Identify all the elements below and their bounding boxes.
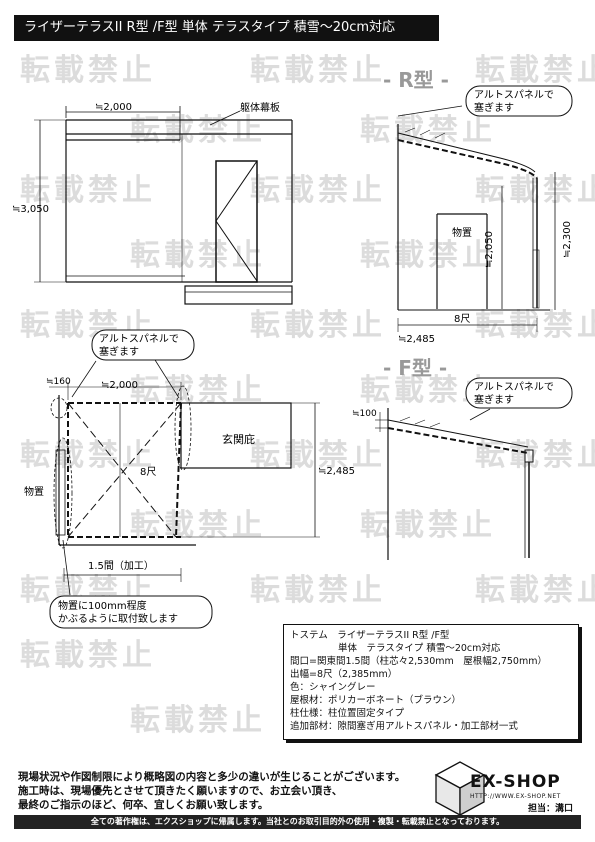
plan-dim-160: ≒160 [46, 377, 71, 387]
plan-callout-line2: 塞ぎます [99, 345, 139, 358]
watermark-layer: 転載禁止 転載禁止 転載禁止 転載禁止 転載禁止 転載禁止 転載禁止 転載禁止 … [20, 53, 595, 738]
plan-view [49, 351, 320, 596]
note-line: 最終のご指示のほど、何卒、宜しくお願い致します。 [18, 799, 269, 811]
plan-storage-label: 物置 [24, 485, 44, 498]
r-depth-shaku: 8尺 [454, 313, 470, 325]
plan-note-bubble [49, 595, 213, 629]
wall-label: 躯体幕板 [240, 101, 280, 114]
exshop-logo-icon [434, 761, 486, 817]
r-storage-label: 物置 [452, 226, 472, 239]
watermark: 転載禁止 [20, 638, 156, 673]
watermark: 転載禁止 [130, 703, 266, 738]
watermark: 転載禁止 [360, 238, 496, 273]
watermark: 転載禁止 [475, 308, 595, 343]
r-type-front-elevation [34, 106, 293, 305]
plan-note-line2: かぶるように取付致します [58, 612, 178, 625]
watermark: 転載禁止 [360, 113, 496, 148]
brand-name: EX-SHOP [470, 772, 561, 792]
plan-depth-shaku: 8尺 [140, 466, 156, 478]
watermark: 転載禁止 [20, 173, 156, 208]
r-callout-line1: アルトスパネルで [474, 89, 554, 101]
f-type-side-elevation [375, 408, 534, 560]
plan-note-line1: 物置に100mm程度 [58, 599, 147, 612]
spec-line: 出幅=8尺（2,385mm） [290, 669, 398, 680]
spec-line: トステム ライザーテラスII R型 /F型 [290, 630, 450, 641]
watermark: 転載禁止 [475, 573, 595, 608]
watermark: 転載禁止 [20, 53, 156, 88]
spec-line: 柱仕様：柱位置固定タイプ [290, 708, 405, 719]
spec-line: 間口=関東間1.5間（柱芯々2,530mm 屋根幅2,750mm） [290, 656, 547, 667]
plan-width-label: 1.5間（加工） [88, 560, 154, 572]
disclaimer-notes: 現場状況や作図制限により概略図の内容と多少の違いが生じることがございます。 施工… [18, 770, 406, 812]
r-width-dim: ≒2,000 [95, 102, 132, 113]
brand-url: HTTP://WWW.EX-SHOP.NET [470, 793, 561, 800]
plan-callout-bubble [91, 329, 195, 361]
watermark: 転載禁止 [250, 573, 386, 608]
f-callout-bubble [465, 377, 573, 409]
r-height-dim: ≒3,050 [12, 204, 49, 215]
r-type-side-elevation [397, 105, 556, 332]
r-callout-line2: 塞ぎます [474, 101, 514, 114]
spec-line: 単体 テラスタイプ 積雪～20cm対応 [338, 643, 501, 654]
spec-line: 屋根材：ポリカーボネート（ブラウン） [290, 695, 462, 706]
plan-dim-2000: ≒2,000 [101, 380, 138, 391]
watermark: 転載禁止 [20, 438, 156, 473]
r-depth-dim: ≒2,485 [398, 334, 435, 345]
r-callout-bubble [465, 85, 573, 117]
watermark: 転載禁止 [250, 53, 386, 88]
plan-callout-line1: アルトスパネルで [99, 333, 179, 345]
watermark: 転載禁止 [130, 113, 266, 148]
r-storage-dim: ≒2,050 [484, 231, 495, 268]
watermark: 転載禁止 [250, 173, 386, 208]
page-title: ライザーテラスII R型 /F型 単体 テラスタイプ 積雪～20cm対応 [14, 15, 439, 41]
r-type-section-label: - R型 - [383, 68, 449, 92]
f-type-section-label: - F型 - [383, 356, 447, 380]
watermark: 転載禁止 [130, 238, 266, 273]
copyright-footer: 全ての著作権は、エクスショップに帰属します。当社とのお取引目的外の使用・複製・転… [14, 815, 581, 829]
watermark: 転載禁止 [250, 438, 386, 473]
spec-box: トステム ライザーテラスII R型 /F型 単体 テラスタイプ 積雪～20cm対… [283, 624, 579, 740]
f-dim-100: ≒100 [352, 409, 377, 419]
f-callout-line1: アルトスパネルで [474, 381, 554, 393]
plan-depth-dim: ≒2,485 [318, 466, 355, 477]
note-line: 現場状況や作図制限により概略図の内容と多少の違いが生じることがございます。 [18, 771, 406, 783]
entrance-label: 玄関庇 [222, 432, 255, 446]
spec-line: 色：シャイングレー [290, 682, 376, 693]
r-total-height: ≒2,300 [562, 221, 573, 258]
representative: 担当：溝口 [528, 804, 574, 814]
watermark: 転載禁止 [360, 508, 496, 543]
note-line: 施工時は、現場優先とさせて頂きたく願いますので、お立会い頂き、 [18, 785, 343, 797]
watermark: 転載禁止 [475, 173, 595, 208]
f-callout-line2: 塞ぎます [474, 393, 514, 406]
watermark: 転載禁止 [475, 438, 595, 473]
watermark: 転載禁止 [475, 53, 595, 88]
spec-line: 追加部材：隙間塞ぎ用アルトスパネル・加工部材一式 [290, 721, 518, 732]
watermark: 転載禁止 [250, 308, 386, 343]
